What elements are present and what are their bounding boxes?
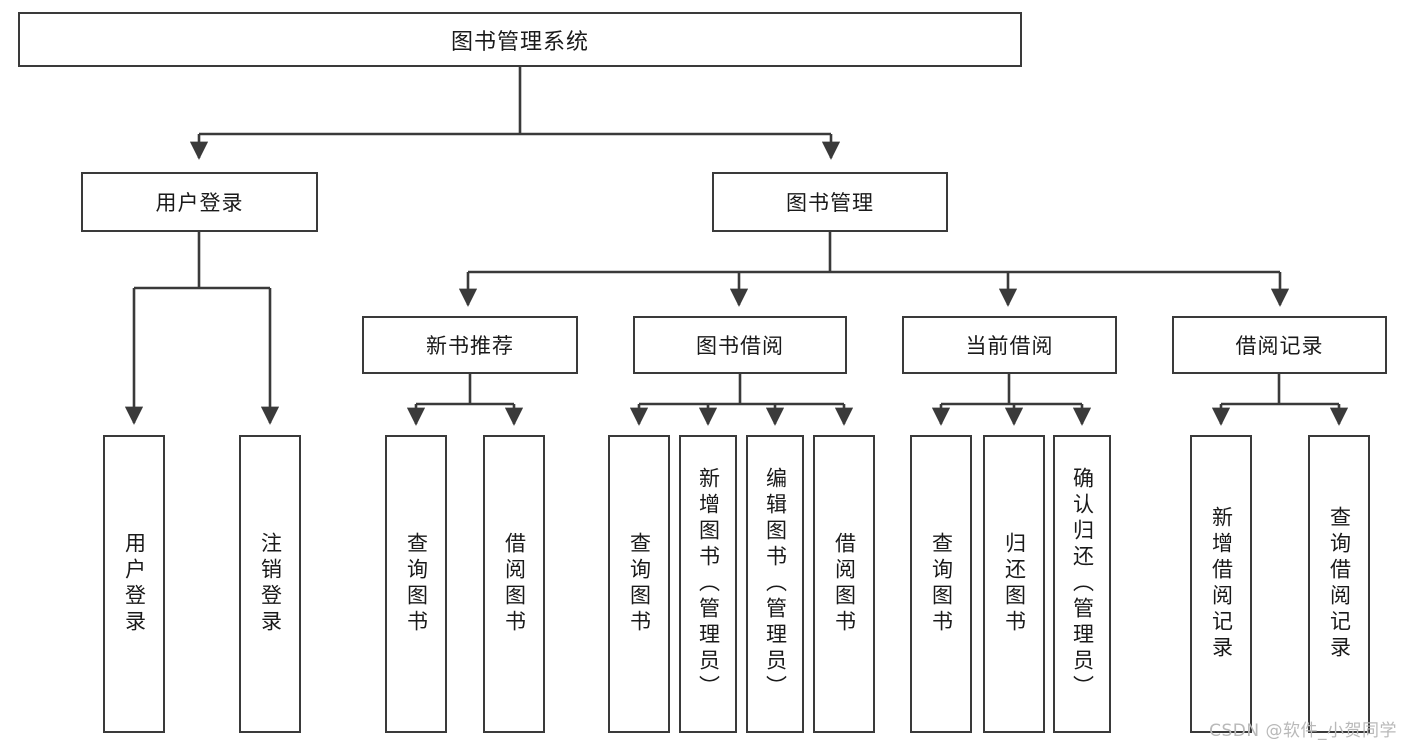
node-book-borrow-label: 图书借阅 (696, 334, 784, 358)
node-user-login[interactable]: 用户登录 (81, 172, 318, 232)
node-leaf-user-login[interactable]: 用户登录 (103, 435, 165, 733)
node-leaf-add-record-label: 新增借阅记录 (1209, 506, 1234, 662)
node-leaf-return-book[interactable]: 归还图书 (983, 435, 1045, 733)
node-leaf-query-book-1-label: 查询图书 (404, 532, 429, 636)
node-leaf-borrow-book-2-label: 借阅图书 (832, 532, 857, 636)
node-leaf-query-record[interactable]: 查询借阅记录 (1308, 435, 1370, 733)
node-borrow-record-label: 借阅记录 (1235, 334, 1324, 358)
node-root[interactable]: 图书管理系统 (18, 12, 1022, 67)
node-leaf-query-book-2[interactable]: 查询图书 (608, 435, 670, 733)
node-leaf-query-book-3[interactable]: 查询图书 (910, 435, 972, 733)
node-leaf-add-book[interactable]: 新增图书（管理员） (679, 435, 737, 733)
node-leaf-add-book-label: 新增图书（管理员） (696, 467, 721, 701)
node-leaf-logout-label: 注销登录 (258, 532, 283, 636)
node-leaf-user-login-label: 用户登录 (122, 532, 147, 636)
watermark-text: CSDN @软件_小贺同学 (1209, 721, 1397, 741)
node-book-manage-label: 图书管理 (786, 191, 874, 215)
node-leaf-query-book-3-label: 查询图书 (929, 532, 954, 636)
node-leaf-edit-book-label: 编辑图书（管理员） (763, 467, 788, 701)
node-user-login-label: 用户登录 (155, 191, 244, 215)
node-leaf-query-book-2-label: 查询图书 (627, 532, 652, 636)
node-leaf-borrow-book-2[interactable]: 借阅图书 (813, 435, 875, 733)
node-book-borrow[interactable]: 图书借阅 (633, 316, 847, 374)
node-leaf-confirm-return[interactable]: 确认归还（管理员） (1053, 435, 1111, 733)
node-new-book-recommend[interactable]: 新书推荐 (362, 316, 578, 374)
node-root-label: 图书管理系统 (450, 29, 589, 55)
node-leaf-add-record[interactable]: 新增借阅记录 (1190, 435, 1252, 733)
node-leaf-return-book-label: 归还图书 (1002, 532, 1027, 636)
node-leaf-query-book-1[interactable]: 查询图书 (385, 435, 447, 733)
node-current-borrow[interactable]: 当前借阅 (902, 316, 1117, 374)
node-new-book-recommend-label: 新书推荐 (426, 334, 514, 358)
node-leaf-confirm-return-label: 确认归还（管理员） (1070, 467, 1095, 701)
node-book-manage[interactable]: 图书管理 (712, 172, 948, 232)
node-leaf-query-record-label: 查询借阅记录 (1327, 506, 1352, 662)
node-leaf-borrow-book-1-label: 借阅图书 (502, 532, 527, 636)
node-leaf-edit-book[interactable]: 编辑图书（管理员） (746, 435, 804, 733)
node-leaf-logout[interactable]: 注销登录 (239, 435, 301, 733)
node-current-borrow-label: 当前借阅 (965, 334, 1054, 358)
node-leaf-borrow-book-1[interactable]: 借阅图书 (483, 435, 545, 733)
node-borrow-record[interactable]: 借阅记录 (1172, 316, 1387, 374)
